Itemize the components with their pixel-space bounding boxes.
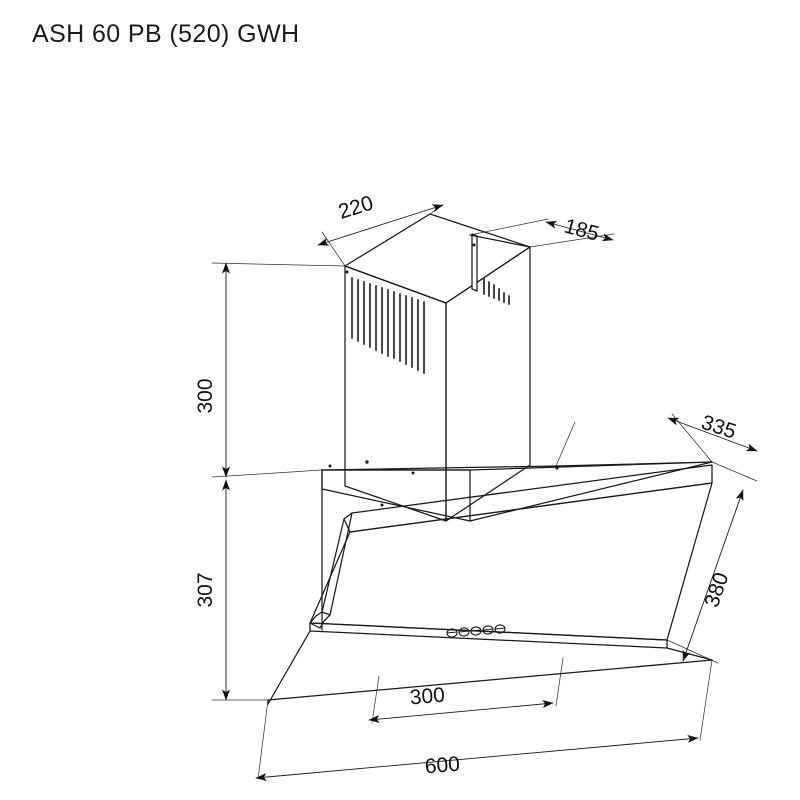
dimension-185 — [545, 220, 614, 242]
chimney-rear-wall — [469, 233, 531, 292]
glass-skirt-left — [267, 630, 311, 705]
base-front-edge — [267, 659, 713, 701]
glass-left-return — [321, 518, 345, 613]
chimney-front-face — [344, 265, 447, 522]
rear-vent-slats — [483, 277, 510, 305]
dimension-335 — [667, 417, 758, 452]
dimension-label-body-depth: 335 — [698, 411, 738, 444]
dimension-label-body-height: 307 — [194, 572, 217, 607]
dimension-label-glass-height: 380 — [700, 570, 733, 611]
dimension-600 — [255, 734, 699, 782]
dimension-label-chimney-depth: 220 — [336, 192, 376, 224]
control-buttons[interactable] — [446, 624, 506, 638]
glass-lower-lip — [309, 611, 331, 629]
body-top-deck — [321, 461, 713, 471]
glass-face — [309, 482, 713, 641]
dimension-label-panel-width: 300 — [409, 684, 446, 710]
hood-body — [267, 461, 713, 705]
dimension-label-overall-width: 600 — [424, 753, 461, 779]
glass-bottom-edge — [309, 622, 668, 649]
chimney-assembly — [344, 213, 531, 522]
body-left-end — [321, 469, 471, 522]
vent-slats — [350, 276, 426, 375]
dimension-380 — [682, 489, 744, 662]
dimension-label-chimney-height: 300 — [194, 378, 217, 413]
glass-front-panel — [267, 464, 713, 705]
chimney-right-face — [445, 246, 531, 522]
dimension-220 — [317, 204, 444, 246]
dimension-300-width — [368, 699, 554, 724]
page-title: ASH 60 PB (520) GWH — [32, 20, 300, 48]
